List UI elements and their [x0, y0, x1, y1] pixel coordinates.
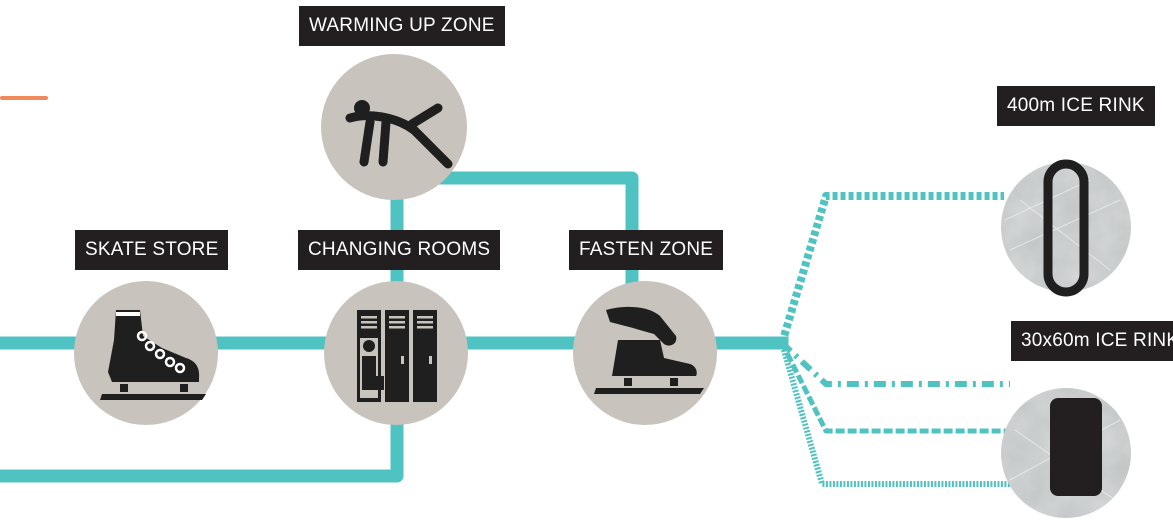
rink-400m-label: 400m ICE RINK — [997, 86, 1155, 126]
rink-30x60-label: 30x60m ICE RINK — [1011, 321, 1173, 361]
stretching-person-icon — [345, 100, 453, 169]
warming-up-node — [321, 54, 467, 200]
rink-30x60-node — [1001, 388, 1131, 518]
rink-connectors — [778, 192, 1010, 487]
hand-fastening-skate-icon — [594, 306, 704, 394]
connector-to-30x60-a — [779, 340, 1010, 387]
warming-up-zone-label: WARMING UP ZONE — [299, 6, 505, 46]
skate-store-node — [74, 281, 218, 425]
skate-store-label: SKATE STORE — [75, 230, 229, 270]
connector-to-30x60-b — [779, 341, 1010, 434]
changing-rooms-node — [324, 281, 468, 425]
ice-skate-icon — [100, 310, 206, 400]
fasten-zone-node — [573, 281, 717, 425]
locker-room-icon — [357, 310, 437, 402]
oval-track-icon — [1043, 159, 1089, 297]
changing-rooms-label: CHANGING ROOMS — [298, 230, 501, 270]
connector-to-400m-rink — [778, 192, 1004, 345]
rink-400m-node — [1001, 159, 1131, 297]
fasten-zone-label: FASTEN ZONE — [569, 230, 724, 270]
accent-line — [0, 96, 48, 100]
rectangular-rink-icon — [1050, 398, 1102, 496]
